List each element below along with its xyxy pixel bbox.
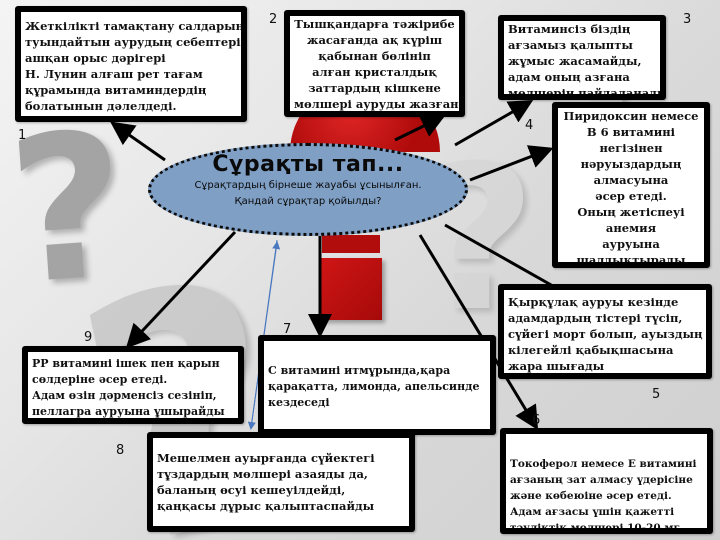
box-text-line: пеллагра ауруына ұшырайды: [32, 405, 225, 418]
box-text-line: алған кристалдық: [312, 65, 437, 79]
central-subtitle-line-2: Қандай сұрақтар қойылды?: [234, 196, 382, 207]
answer-box-9: РР витамині ішек пен қарын сөлдеріне әсе…: [22, 346, 244, 424]
box-text-line: ағзаның зат алмасу үдерісіне: [510, 474, 693, 486]
box-text-line: ашқан орыс дәрігері: [25, 51, 166, 65]
box-text-line: қабынан бөлініп: [318, 49, 431, 63]
box-text-line: жара шығады: [508, 359, 605, 373]
box-text-line: Мешелмен ауырғанда сүйектегі: [157, 451, 375, 465]
central-title: Сұрақты тап...: [212, 152, 404, 177]
box-text-line: Оның жетіспеуі: [577, 205, 685, 219]
answer-box-1: Жеткілікті тамақтану салдарынан туындайт…: [15, 6, 247, 122]
central-subtitle-line-1: Сұрақтардың бірнеше жауабы ұсынылған.: [194, 180, 422, 191]
box-text-line: ағзамыз қалыпты: [508, 38, 633, 52]
box-text-line: заттардың кішкене: [308, 81, 441, 95]
box-text-line: тәуліктік мөлшері 10-20 мг: [510, 522, 680, 534]
label-number-3: 3: [683, 12, 692, 27]
answer-box-4: Пиридоксин немесе В 6 витамині негізінен…: [552, 102, 710, 268]
box-text-line: негізінен: [599, 141, 663, 155]
label-number-7: 7: [283, 322, 292, 337]
answer-box-8: Мешелмен ауырғанда сүйектегі тұздардың м…: [147, 432, 415, 532]
label-number-6: 6: [532, 413, 541, 428]
box-text-line: кездеседі: [268, 396, 330, 409]
box-text-line: жұмыс жасамайды,: [508, 54, 642, 68]
box-text-line: Қырқұлақ ауруы кезінде: [508, 295, 679, 309]
answer-box-6: Токоферол немесе Е витамині ағзаның зат …: [500, 428, 713, 534]
box-text-line: және көбеюіне әсер етеді.: [510, 490, 672, 502]
box-text-line: РР витамині ішек пен қарын: [32, 357, 220, 370]
label-number-2: 2: [269, 12, 278, 27]
box-text-line: С витамині итмұрында,қара: [268, 364, 451, 377]
box-text-line: Адам ағзасы үшін қажетті: [510, 506, 675, 518]
box-text-line: В 6 витамині: [586, 125, 676, 139]
box-text-line: Адам өзін дәрменсіз сезініп,: [32, 389, 217, 402]
box-text-line: Жеткілікті тамақтану салдарынан: [25, 19, 247, 33]
box-text-line: Тышқандарға тәжірибе: [294, 17, 455, 31]
box-text-line: нәруыздардың: [580, 157, 682, 171]
box-text-line: қаңқасы дұрыс қалыптаспайды: [157, 499, 375, 513]
red-question-mark-stem: [322, 235, 380, 253]
box-text-line: адам оның азғана: [508, 70, 630, 84]
box-text-line: сүйегі морт болып, ауыздың: [508, 327, 703, 341]
box-text-line: ауруына: [602, 237, 660, 251]
answer-box-5: Қырқұлақ ауруы кезінде адамдардың тістер…: [498, 284, 712, 379]
box-text-line: Пиридоксин немесе: [563, 109, 699, 123]
box-text-line: Токоферол немесе Е витамині: [510, 458, 697, 470]
label-number-9: 9: [84, 330, 93, 345]
label-number-8: 8: [116, 443, 125, 458]
label-number-4: 4: [525, 118, 534, 133]
box-text-line: Витаминсіз біздің: [508, 22, 631, 36]
box-text-line: алмасуына: [593, 173, 669, 187]
box-text-line: Н. Лунин алғаш рет тағам: [25, 67, 203, 81]
red-question-mark-dot: [320, 258, 382, 320]
box-text-line: жасағанда ақ күріш: [306, 33, 443, 47]
box-text-line: адамдардың тістері түсіп,: [508, 311, 683, 325]
box-text-line: анемия: [605, 221, 657, 235]
answer-box-2: Тышқандарға тәжірибе жасағанда ақ күріш …: [284, 10, 465, 117]
answer-box-3: Витаминсіз біздің ағзамыз қалыпты жұмыс …: [498, 15, 666, 100]
label-number-1: 1: [18, 128, 27, 143]
box-text-line: құрамында витаминдердің: [25, 83, 207, 97]
central-question-ellipse: Сұрақты тап... Сұрақтардың бірнеше жауаб…: [148, 143, 468, 236]
answer-box-7: С витамині итмұрында,қара қарақатта, лим…: [258, 335, 496, 435]
box-text-line: мөлшері ауруды жазған: [294, 97, 459, 111]
box-text-line: туындайтын аурудың себептерін: [25, 35, 247, 49]
box-text-line: әсер етеді.: [595, 189, 667, 203]
box-text-line: қарақатта, лимонда, апельсинде: [268, 380, 480, 393]
box-text-line: мөлшерін пайдаланады: [508, 86, 666, 100]
box-text-line: кілегейлі қабықшасына: [508, 343, 674, 357]
box-text-line: шалдықтырады: [576, 253, 686, 267]
label-number-5: 5: [652, 387, 661, 402]
box-text-line: сөлдеріне әсер етеді.: [32, 373, 168, 386]
box-text-line: тұздардың мөлшері азаяды да,: [157, 467, 368, 481]
box-text-line: баланың өсуі кешеуілдейді,: [157, 483, 346, 497]
box-text-line: болатынын дәлелдеді.: [25, 99, 177, 113]
